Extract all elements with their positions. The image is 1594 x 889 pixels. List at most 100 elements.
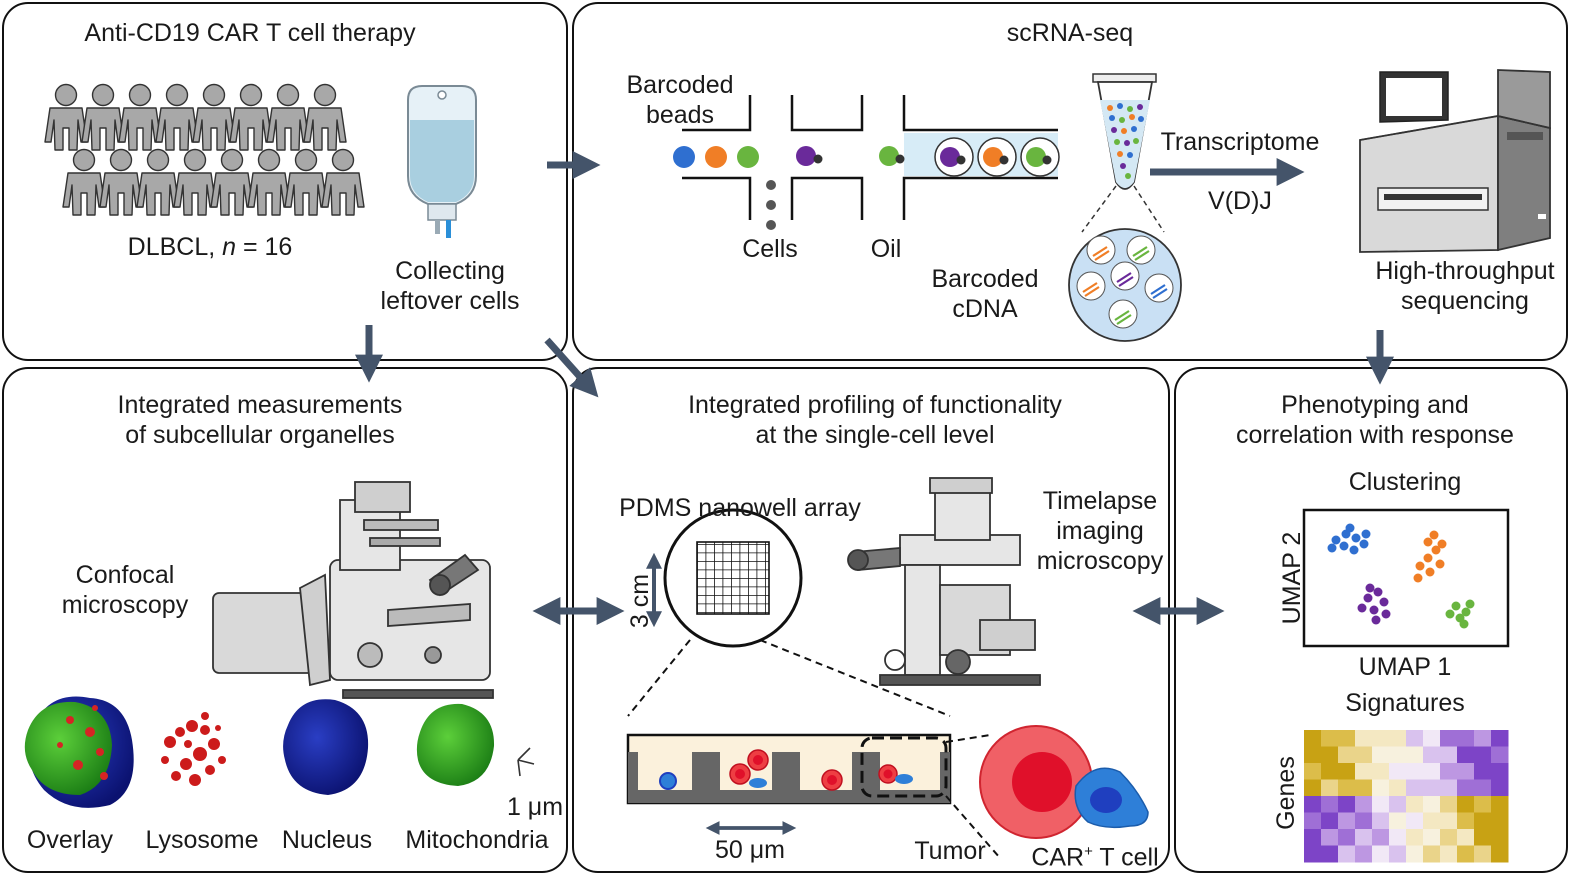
vdj-label: V(D)J	[1208, 187, 1272, 215]
heatmap-cell	[1491, 746, 1509, 764]
heatmap-cell	[1491, 796, 1509, 813]
heatmap-cell	[1389, 812, 1407, 830]
genes-label: Genes	[1272, 756, 1300, 830]
heatmap-cell	[1355, 746, 1373, 764]
heatmap-cell	[1440, 812, 1458, 830]
clustering-label: Clustering	[1348, 468, 1462, 496]
heatmap-cell	[1321, 730, 1339, 747]
overlay-label: Overlay	[26, 826, 114, 854]
heatmap-cell	[1389, 763, 1407, 780]
heatmap-cell	[1491, 845, 1509, 863]
heatmap-cell	[1474, 845, 1492, 863]
heatmap-cell	[1355, 779, 1373, 797]
cdna-circle-icon	[1068, 228, 1182, 342]
heatmap-cell	[1304, 763, 1322, 780]
heatmap-cell	[1355, 796, 1373, 813]
profiling-title-line1: Integrated profiling of functionality	[688, 391, 1062, 419]
tumor-label: Tumor	[914, 837, 986, 865]
collect-label-line2: leftover cells	[380, 287, 520, 315]
heatmap-cell	[1491, 730, 1509, 747]
heatmap-cell	[1321, 763, 1339, 780]
heatmap-cell	[1355, 812, 1373, 830]
heatmap-cell	[1423, 829, 1441, 846]
heatmap-cell	[1406, 829, 1424, 846]
profiling-title-line2: at the single-cell level	[755, 421, 995, 449]
confocal-microscope-icon	[212, 481, 494, 699]
heatmap-cell	[1338, 746, 1356, 764]
heatmap-cell	[1457, 796, 1475, 813]
heatmap-cell	[1338, 730, 1356, 747]
heatmap-cell	[1440, 796, 1458, 813]
heatmap-cell	[1406, 779, 1424, 797]
heatmap-cell	[1389, 829, 1407, 846]
heatmap-cell	[1321, 812, 1339, 830]
heatmap-cell	[1304, 730, 1322, 747]
heatmap-cell	[1372, 763, 1390, 780]
heatmap-cell	[1457, 812, 1475, 830]
sequencing-label-line1: High-throughput	[1375, 257, 1555, 285]
heatmap-cell	[1474, 746, 1492, 764]
signature-heatmap	[1304, 730, 1509, 863]
heatmap-cell	[1389, 796, 1407, 813]
heatmap-cell	[1423, 845, 1441, 863]
heatmap-cell	[1389, 845, 1407, 863]
heatmap-cell	[1355, 829, 1373, 846]
heatmap-cell	[1457, 845, 1475, 863]
heatmap-cell	[1338, 829, 1356, 846]
umap2-label: UMAP 2	[1278, 531, 1306, 625]
heatmap-cell	[1321, 845, 1339, 863]
heatmap-cell	[1372, 746, 1390, 764]
heatmap-cell	[1491, 779, 1509, 797]
heatmap-cell	[1474, 796, 1492, 813]
array-size-label: 3 cm	[626, 573, 654, 629]
sequencer-icon	[1359, 69, 1551, 253]
heatmap-cell	[1372, 845, 1390, 863]
nanowell-cross-section	[626, 733, 1001, 859]
heatmap-cell	[1304, 796, 1322, 813]
beads-label-line1: Barcoded	[626, 71, 734, 99]
nucleus-image	[283, 699, 369, 795]
timelapse-label-line1: Timelapse	[1042, 487, 1158, 515]
timelapse-label-line3: microscopy	[1036, 547, 1164, 575]
heatmap-cell	[1372, 812, 1390, 830]
heatmap-cell	[1491, 763, 1509, 780]
phenotyping-title-line1: Phenotyping and	[1281, 391, 1469, 419]
heatmap-cell	[1406, 763, 1424, 780]
heatmap-cell	[1389, 746, 1407, 764]
nanowell-array	[627, 508, 951, 717]
heatmap-cell	[1440, 845, 1458, 863]
phenotyping-title-line2: correlation with response	[1236, 421, 1514, 449]
heatmap-cell	[1491, 812, 1509, 830]
nucleus-label: Nucleus	[281, 826, 373, 854]
lysosome-image	[161, 712, 226, 786]
organelles-title-line2: of subcellular organelles	[125, 421, 395, 449]
heatmap-cell	[1423, 779, 1441, 797]
beads	[673, 137, 1060, 230]
heatmap-cell	[1355, 730, 1373, 747]
heatmap-cell	[1457, 829, 1475, 846]
heatmap-cell	[1304, 845, 1322, 863]
heatmap-cell	[1423, 796, 1441, 813]
lysosome-label: Lysosome	[145, 826, 259, 854]
heatmap-cell	[1321, 829, 1339, 846]
cells-label: Cells	[742, 235, 798, 263]
scale-axes-icon	[517, 747, 535, 777]
tumor-car-t-icon	[979, 725, 1149, 839]
collect-label-line1: Collecting	[395, 257, 505, 285]
patient-group-icon	[44, 83, 365, 216]
heatmap-cell	[1423, 730, 1441, 747]
heatmap-cell	[1474, 779, 1492, 797]
heatmap-cell	[1321, 796, 1339, 813]
car-t-cell-label: CAR+ T cell	[1031, 843, 1159, 872]
sequencing-label-line2: sequencing	[1401, 287, 1529, 315]
oil-label: Oil	[870, 235, 902, 263]
heatmap-cell	[1372, 796, 1390, 813]
heatmap-cell	[1321, 746, 1339, 764]
microfluidic-chip	[682, 95, 1058, 220]
mitochondria-label: Mitochondria	[405, 826, 549, 854]
heatmap-cell	[1423, 763, 1441, 780]
heatmap-cell	[1457, 763, 1475, 780]
heatmap-cell	[1338, 845, 1356, 863]
flow-arrows	[355, 151, 1394, 625]
